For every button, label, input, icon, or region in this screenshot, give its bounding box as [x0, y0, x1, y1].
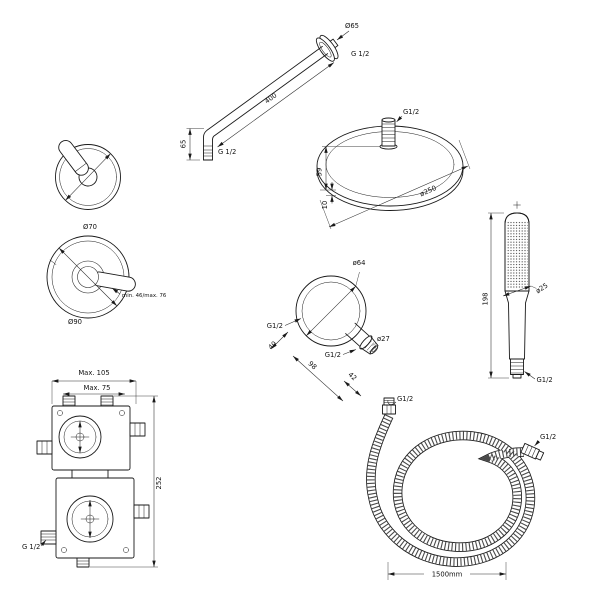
dim-label-outlet-depth: 40 [267, 340, 279, 352]
dim-label-body-height: 252 [155, 477, 163, 490]
dim-label-hand-length: 198 [482, 293, 490, 306]
dim-label-outlet-stub: 42 [346, 371, 358, 383]
dim-label-head-thread: G1/2 [403, 108, 419, 116]
dim-label-body-max75: Max. 75 [83, 384, 110, 392]
dim-label-arm-thread-wall: G 1/2 [351, 50, 369, 58]
wall-outlet-drawing: ø64 G1/2 40 98 G1/2 42 ø27 [267, 259, 390, 402]
dim-label-hand-thread: G1/2 [537, 376, 553, 384]
dim-label-outlet-length: 98 [306, 360, 318, 372]
thermostat-trim-drawing: Ø90 min. 46/max. 76 [46, 235, 167, 326]
dim-label-arm-flange: Ø65 [345, 22, 359, 30]
dim-label-arm-drop: 65 [180, 140, 188, 149]
dim-label-body-thread: G 1/2 [22, 543, 40, 551]
dim-label-hose-length: 1500mm [432, 571, 463, 579]
dim-label-hose-thread-a: G1/2 [397, 395, 413, 403]
rain-head-drawing: G1/2 59 10 ø250 [316, 108, 471, 230]
concealed-valve-drawing: Max. 105 Max. 75 252 G 1/2 [22, 369, 163, 568]
dim-label-outlet-flange: ø64 [353, 259, 366, 267]
dim-label-outlet-thread-wall: G1/2 [267, 322, 283, 330]
dim-label-body-max105: Max. 105 [78, 369, 109, 377]
dim-label-hand-dia: ø25 [534, 281, 549, 295]
dim-label-arm-length: 400 [263, 91, 278, 105]
dim-label-outlet-out-dia: ø27 [377, 335, 390, 343]
dim-label-head-stub-h: 59 [316, 168, 324, 177]
hose-drawing: G1/2 G1/2 1500mm [366, 395, 556, 580]
dim-label-shutoff-dia: Ø70 [83, 223, 97, 231]
dim-label-outlet-thread-out: G1/2 [325, 351, 341, 359]
dim-label-head-rim-h: 10 [321, 201, 329, 210]
dim-label-hose-thread-b: G1/2 [540, 433, 556, 441]
shutoff-valve-drawing: Ø70 [55, 140, 121, 231]
hand-shower-drawing: 198 ø25 G1/2 [482, 201, 553, 384]
dim-label-trim-depth: min. 46/max. 76 [122, 293, 167, 299]
dim-label-arm-thread-end: G 1/2 [218, 148, 236, 156]
shower-arm-drawing: 400 65 Ø65 G 1/2 G 1/2 [180, 22, 369, 161]
dim-label-trim-dia: Ø90 [68, 318, 82, 326]
